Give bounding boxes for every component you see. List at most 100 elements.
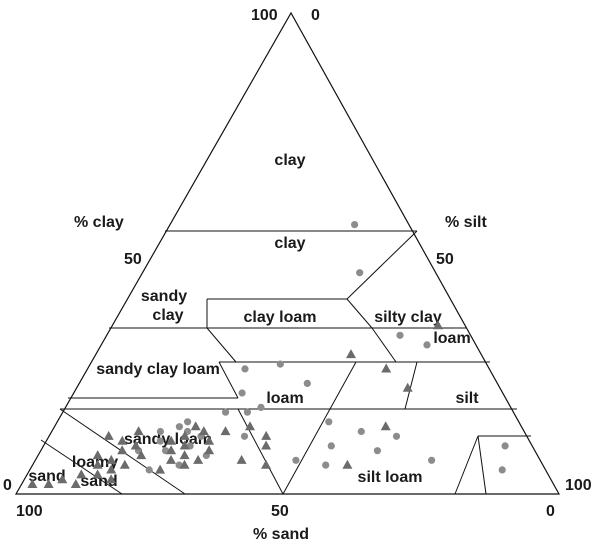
point-triangle bbox=[198, 426, 209, 436]
point-circle bbox=[243, 408, 251, 416]
axis-label-clay: % clay bbox=[74, 214, 124, 231]
point-triangle bbox=[92, 450, 103, 460]
point-triangle bbox=[179, 459, 190, 469]
point-triangle bbox=[261, 459, 271, 469]
boundary-sandy-clay-loam bbox=[206, 327, 237, 363]
point-circle bbox=[156, 437, 164, 445]
point-triangle bbox=[204, 445, 215, 455]
region-label-silty-clay: silty clay bbox=[374, 309, 442, 326]
tick-sand-100: 100 bbox=[16, 503, 43, 520]
point-circle bbox=[392, 432, 401, 440]
boundary-clay-diagonal bbox=[346, 230, 418, 300]
point-triangle bbox=[193, 454, 204, 464]
point-circle bbox=[327, 442, 335, 450]
point-triangle bbox=[92, 459, 103, 469]
point-circle bbox=[292, 456, 300, 464]
region-label-sandy-clay-loam: sandy clay loam bbox=[96, 361, 220, 378]
point-triangle bbox=[179, 440, 190, 450]
point-triangle bbox=[133, 426, 144, 436]
point-circle bbox=[423, 341, 431, 349]
region-label-clay-lower: clay bbox=[274, 235, 305, 252]
point-circle bbox=[238, 389, 246, 397]
point-circle bbox=[276, 360, 284, 368]
point-circle bbox=[322, 461, 330, 469]
point-circle bbox=[184, 418, 192, 426]
point-circle bbox=[396, 331, 404, 339]
point-circle bbox=[498, 466, 506, 474]
point-circle bbox=[145, 466, 153, 474]
boundary-silt-box-right bbox=[477, 435, 487, 495]
point-triangle bbox=[92, 469, 103, 479]
point-circle bbox=[325, 418, 333, 426]
point-circle bbox=[373, 447, 381, 455]
point-triangle bbox=[166, 445, 177, 455]
point-triangle bbox=[43, 479, 54, 488]
point-circle bbox=[428, 456, 436, 464]
point-triangle bbox=[381, 363, 392, 373]
boundary-silty-clay bbox=[346, 298, 373, 329]
point-triangle bbox=[261, 430, 272, 440]
boundary-silt-box-left bbox=[454, 435, 479, 495]
tick-silt-100: 100 bbox=[565, 477, 592, 494]
point-triangle bbox=[155, 464, 166, 474]
tick-sand-50: 50 bbox=[271, 503, 289, 520]
point-circle bbox=[257, 403, 265, 411]
point-triangle bbox=[342, 459, 353, 469]
point-triangle bbox=[106, 454, 117, 464]
point-circle bbox=[356, 269, 364, 277]
region-label-sand: sand bbox=[28, 468, 65, 485]
point-triangle bbox=[136, 450, 147, 460]
boundary-silt-loam-left bbox=[282, 361, 357, 495]
boundary-sandy-loam-right bbox=[237, 408, 284, 495]
point-triangle bbox=[106, 464, 117, 474]
point-circle bbox=[240, 432, 249, 440]
point-triangle bbox=[179, 430, 190, 440]
boundary-silt-left bbox=[404, 361, 418, 410]
point-triangle bbox=[117, 445, 128, 455]
point-circle bbox=[501, 442, 509, 450]
point-circle bbox=[357, 427, 365, 436]
point-circle bbox=[241, 365, 249, 373]
point-triangle bbox=[346, 349, 356, 359]
point-circle bbox=[222, 408, 230, 416]
point-triangle bbox=[166, 454, 176, 464]
boundary-silty-clay-loam bbox=[371, 327, 397, 363]
point-triangle bbox=[220, 426, 231, 436]
tick-clay-100: 100 bbox=[251, 7, 278, 24]
point-triangle bbox=[179, 450, 190, 460]
point-triangle bbox=[130, 440, 141, 450]
point-triangle bbox=[76, 469, 87, 479]
point-triangle bbox=[433, 320, 443, 330]
point-circle bbox=[303, 379, 311, 387]
tick-sand-0: 0 bbox=[546, 503, 555, 520]
region-label-silty-clay-loam: loam bbox=[433, 330, 470, 347]
region-label-silt: silt bbox=[455, 390, 479, 407]
point-triangle bbox=[236, 454, 247, 464]
point-triangle bbox=[119, 459, 130, 469]
point-circle bbox=[351, 221, 359, 229]
boundary-sand-top bbox=[40, 439, 123, 495]
point-triangle bbox=[245, 421, 255, 431]
region-label-clay: clay bbox=[274, 152, 305, 169]
tick-clay-50: 50 bbox=[124, 251, 142, 268]
point-circle bbox=[156, 427, 164, 436]
point-triangle bbox=[57, 474, 68, 484]
axis-label-sand: % sand bbox=[253, 526, 309, 543]
axis-annotations: % clay % silt % sand 100 50 0 0 50 100 1… bbox=[3, 7, 592, 543]
point-circle bbox=[175, 423, 183, 431]
point-triangle bbox=[402, 382, 413, 392]
point-triangle bbox=[380, 421, 391, 431]
region-label-loam: loam bbox=[266, 390, 303, 407]
point-triangle bbox=[190, 421, 201, 431]
triangle-frame bbox=[14, 11, 561, 495]
tick-silt-0: 0 bbox=[311, 7, 320, 24]
region-label-clay-loam: clay loam bbox=[244, 309, 317, 326]
region-label-silt-loam: silt loam bbox=[358, 469, 423, 486]
point-triangle bbox=[103, 430, 114, 440]
point-triangle bbox=[117, 435, 128, 445]
point-triangle bbox=[27, 479, 38, 488]
